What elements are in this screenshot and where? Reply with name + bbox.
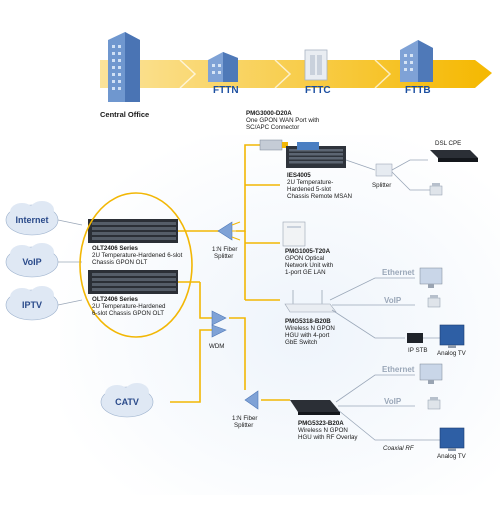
- background-panel: [60, 135, 500, 495]
- olt-bottom-desc-2: 6-slot Chassis GPON OLT: [92, 310, 165, 317]
- catv-label: CATV: [115, 397, 139, 407]
- pmg3000-desc-2: SC/APC Connector: [246, 124, 300, 131]
- pmg1005-ont-icon: [282, 221, 306, 247]
- dsl-cpe-label: DSL CPE: [435, 140, 462, 147]
- splitter-1-line-2: Splitter: [214, 253, 234, 260]
- wdm-label: WDM: [209, 343, 225, 350]
- pmg3000-model: PMG3000-D20A: [246, 110, 292, 117]
- fttb-building-icon: [400, 40, 433, 82]
- ip-stb-icon: [407, 333, 423, 343]
- pmg1005-desc-2: Network Unit with: [285, 262, 334, 269]
- ies4005-desc-1: 2U Temperature-: [287, 179, 334, 186]
- olt-top-model: OLT2406 Series: [92, 245, 138, 252]
- splitter-2-line-1: 1:N Fiber: [232, 415, 258, 422]
- phone-icon: [427, 295, 441, 308]
- pmg1005-desc-1: GPON Optical: [285, 255, 325, 262]
- phone-icon: [429, 183, 443, 196]
- pmg5318-desc-3: GbE Switch: [285, 339, 318, 346]
- wdm-coupler-icon: [211, 310, 227, 338]
- pmg1005-model: PMG1005-T20A: [285, 248, 331, 255]
- fiber-splitter-2-icon: [244, 390, 259, 410]
- iptv-cloud-icon: [5, 286, 59, 321]
- ies4005-desc-2: Hardened 5-slot: [287, 186, 332, 193]
- splitter-1-line-1: 1:N Fiber: [212, 246, 238, 253]
- small-splitter-icon: [375, 163, 393, 177]
- pmg5323-model: PMG5323-B20A: [298, 420, 344, 427]
- fttc-label: FTTC: [305, 85, 331, 96]
- pmg5318-model: PMG5318-B20B: [285, 318, 331, 325]
- pmg5323-desc-2: HGU with RF Overlay: [298, 434, 358, 441]
- ies4005-msan-icon: [286, 142, 346, 168]
- voip-lane-label: VoIP: [384, 296, 402, 305]
- olt-highlight-ring: [79, 192, 193, 338]
- pmg3000-desc-1: One GPON WAN Port with: [246, 117, 320, 124]
- ethernet-lane-label: Ethernet: [382, 268, 415, 277]
- fiber-links: [170, 144, 290, 403]
- small-splitter-label: Splitter: [372, 182, 392, 189]
- pmg5323-desc-1: Wireless N GPON: [298, 427, 348, 434]
- copper-links-5318: [329, 277, 440, 339]
- ies4005-desc-3: Chassis Remote MSAN: [287, 193, 352, 200]
- pmg5318-desc-2: HGU with 4-port: [285, 332, 330, 339]
- copper-links-5323: [335, 374, 440, 441]
- catv-cloud-icon: [100, 383, 154, 418]
- ies4005-model: IES4005: [287, 172, 311, 179]
- arrow-chevron: [374, 59, 392, 89]
- pmg5318-router-icon: [284, 290, 337, 313]
- olt-top-desc: 2U Temperature-Hardened 6-slot Chassis G…: [92, 252, 183, 266]
- copper-links-dsl: [345, 159, 430, 191]
- coaxial-rf-label: Coaxial RF: [383, 445, 414, 452]
- fttn-building-icon: [208, 52, 238, 82]
- pmg5323-router-icon: [290, 400, 340, 415]
- arrow-chevron: [179, 59, 197, 89]
- iptv-label: IPTV: [21, 300, 42, 310]
- fttn-label: FTTN: [213, 85, 239, 96]
- pc-icon: [419, 267, 443, 288]
- voip-lane-label: VoIP: [384, 397, 402, 406]
- central-office-label: Central Office: [100, 110, 150, 119]
- pmg3000-sfp-icon: [259, 139, 288, 151]
- fttc-cabinet-icon: [304, 49, 328, 81]
- internet-label: Internet: [15, 215, 49, 225]
- ethernet-lane-label: Ethernet: [382, 365, 415, 374]
- olt-bottom-desc-1: 2U Temperature-Hardened: [92, 303, 166, 310]
- dsl-cpe-icon: [430, 150, 478, 162]
- ip-stb-label: IP STB: [408, 347, 428, 354]
- analog-tv-label: Analog TV: [437, 453, 466, 460]
- pc-icon: [419, 363, 443, 384]
- analog-tv-label: Analog TV: [437, 350, 466, 357]
- pmg5318-desc-1: Wireless N GPON: [285, 325, 335, 332]
- arrow-chevron: [274, 59, 292, 89]
- fiber-deployment-arrow: [100, 60, 492, 88]
- service-links: [57, 219, 83, 306]
- analog-tv-icon: [439, 324, 465, 348]
- fttb-label: FTTB: [405, 85, 431, 96]
- splitter-2-line-2: Splitter: [234, 422, 254, 429]
- pmg1005-desc-3: 1-port GE LAN: [285, 269, 326, 276]
- olt-chassis-bottom-icon: [88, 270, 178, 294]
- olt-bottom-model: OLT2406 Series: [92, 296, 138, 303]
- internet-cloud-icon: [5, 201, 59, 236]
- analog-tv-icon: [439, 427, 465, 451]
- phone-icon: [427, 397, 441, 410]
- central-office-building-icon: [108, 32, 140, 102]
- olt-chassis-top-icon: [88, 219, 178, 243]
- fiber-splitter-icon: [217, 221, 241, 241]
- voip-label: VoIP: [22, 257, 42, 267]
